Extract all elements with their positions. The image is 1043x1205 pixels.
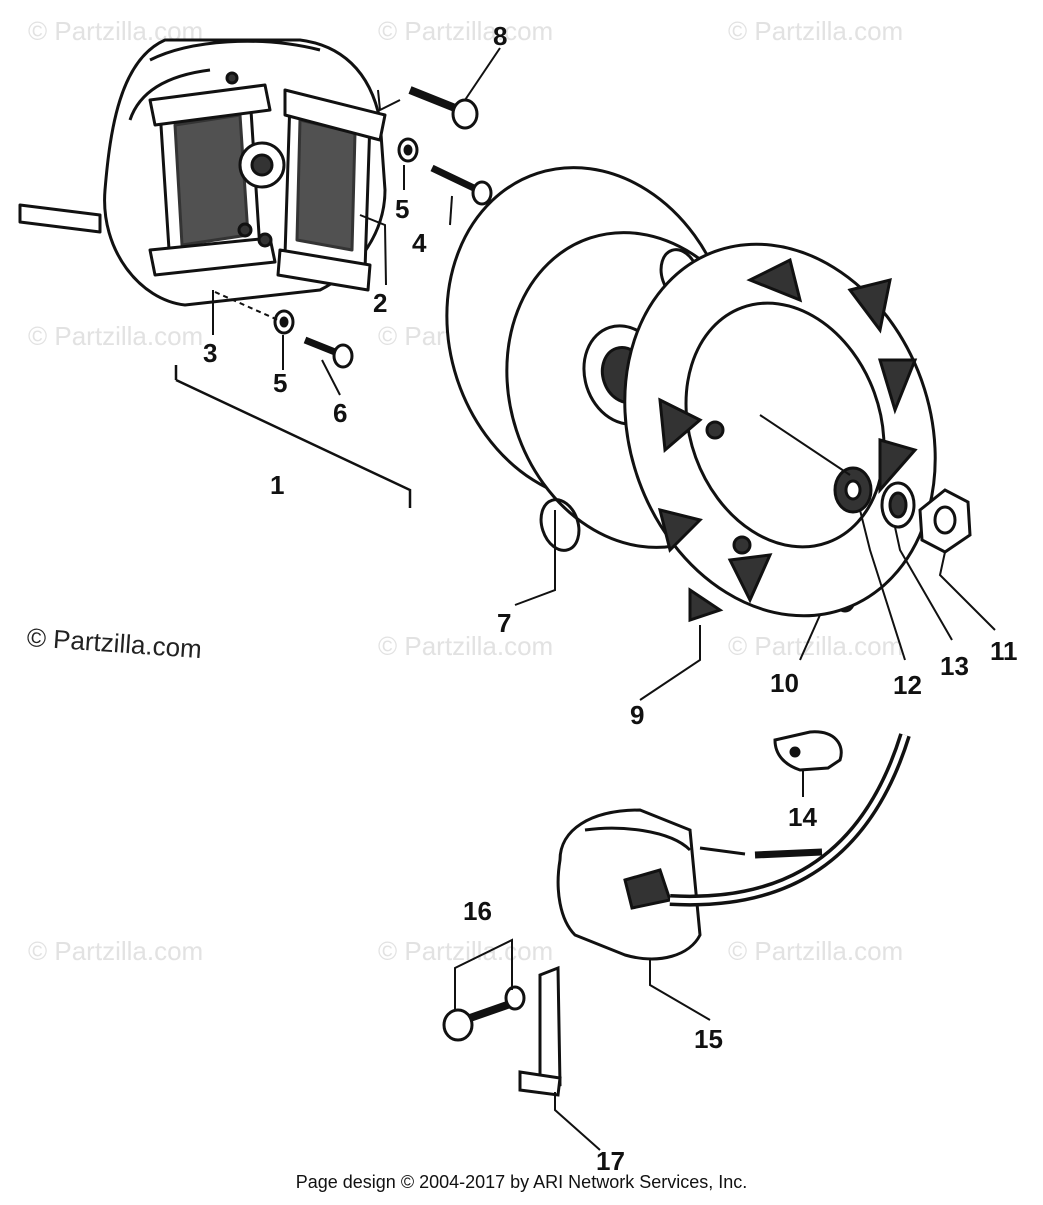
callout-numbers: 1 2 3 4 5 5 6 7 8 9 10 11 12 13 14 15 16… <box>203 21 1018 1176</box>
callout-17: 17 <box>596 1146 625 1176</box>
callout-3: 3 <box>203 338 217 368</box>
callout-4: 4 <box>412 228 427 258</box>
mount-hardware <box>442 965 562 1097</box>
callout-6: 6 <box>333 398 347 428</box>
callout-5: 5 <box>273 368 287 398</box>
watermark: © Partzilla.com <box>728 631 903 661</box>
callout-8: 8 <box>493 21 507 51</box>
footer-credit: Page design © 2004-2017 by ARI Network S… <box>295 1172 748 1192</box>
callout-10: 10 <box>770 668 799 698</box>
callout-13: 13 <box>940 651 969 681</box>
callout-7: 7 <box>497 608 511 638</box>
fastener-stack <box>833 466 972 554</box>
watermark: © Partzilla.com <box>728 16 903 46</box>
callout-16: 16 <box>463 896 492 926</box>
callout-15: 15 <box>694 1024 723 1054</box>
callout-14: 14 <box>788 802 817 832</box>
callout-11: 11 <box>990 636 1018 666</box>
stator-plate-assembly <box>18 38 387 307</box>
watermark: © Partzilla.com <box>378 631 553 661</box>
watermark: © Partzilla.com <box>378 16 553 46</box>
ignition-coil <box>556 733 911 961</box>
wire-clip <box>773 730 843 772</box>
watermark: © Partzilla.com <box>728 936 903 966</box>
watermark: © Partzilla.com <box>28 936 203 966</box>
callout-2: 2 <box>373 288 387 318</box>
callout-5: 5 <box>395 194 409 224</box>
callout-1: 1 <box>270 470 284 500</box>
assembly-bracket <box>174 365 412 508</box>
callout-9: 9 <box>630 700 644 730</box>
watermark: © Partzilla.com <box>378 936 553 966</box>
watermark: © Partzilla.com <box>28 321 203 351</box>
callout-12: 12 <box>893 670 922 700</box>
leader-lines <box>212 47 996 1151</box>
